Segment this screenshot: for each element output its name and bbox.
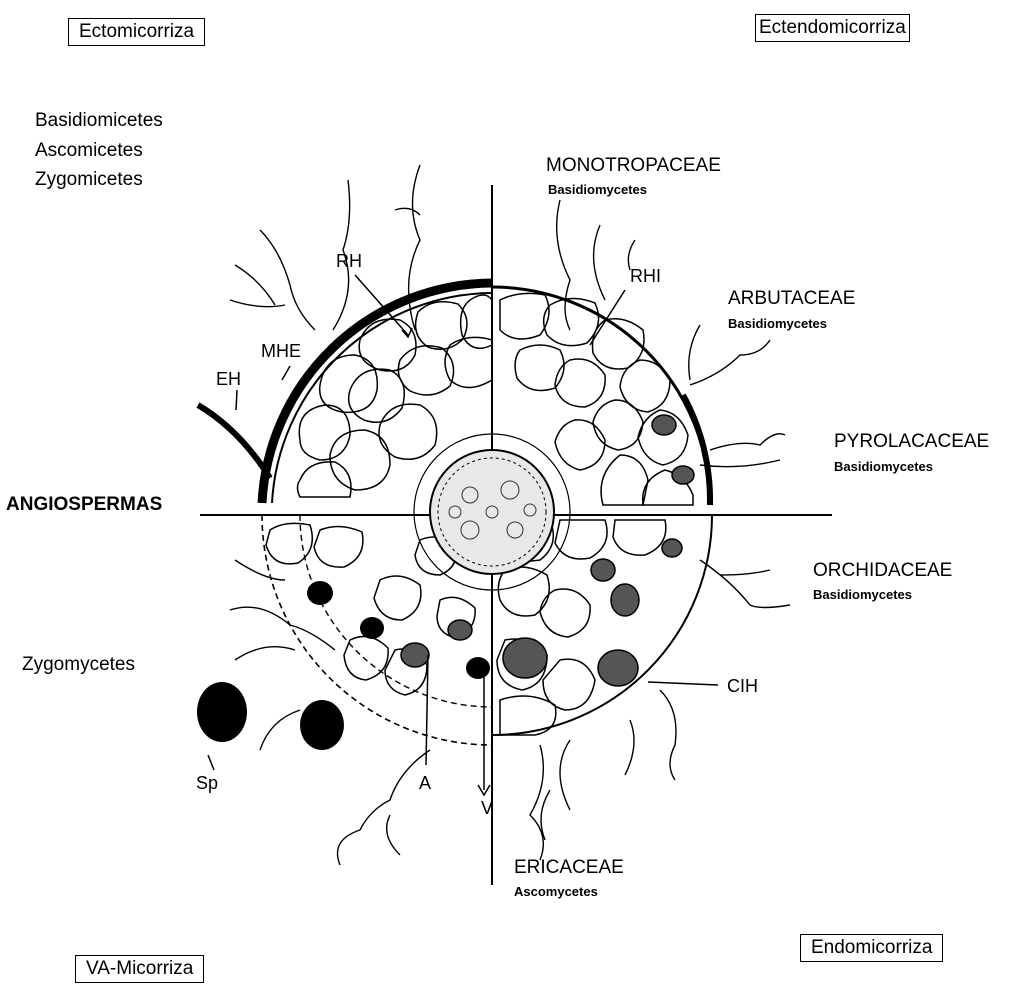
- sp-label: Sp: [196, 772, 218, 794]
- cih-label: CIH: [727, 675, 758, 697]
- va-fungus-label: Zygomycetes: [22, 654, 135, 676]
- a-label: A: [419, 772, 431, 794]
- vesicles-spores: [197, 581, 490, 750]
- ectomicorriza-box: Ectomicorriza: [68, 18, 205, 46]
- arbutaceae-fungus: Basidiomycetes: [728, 316, 827, 332]
- external-hypha: [198, 405, 270, 478]
- monotropaceae-label: MONOTROPACEAE: [546, 155, 721, 177]
- ericaceae-fungus: Ascomycetes: [514, 884, 598, 900]
- ecto-fungus-1: Basidiomicetes: [35, 110, 163, 132]
- eh-label: EH: [216, 368, 241, 390]
- ecto-fungus-2: Ascomicetes: [35, 140, 143, 162]
- v-label: V: [481, 797, 493, 819]
- monotropaceae-fungus: Basidiomycetes: [548, 182, 647, 198]
- orchidaceae-label: ORCHIDACEAE: [813, 560, 952, 582]
- va-micorriza-box: VA-Micorriza: [75, 955, 204, 983]
- pyrolacaceae-label: PYROLACACEAE: [834, 431, 989, 453]
- ericaceae-label: ERICACEAE: [514, 857, 624, 879]
- angiospermas-label: ANGIOSPERMAS: [6, 494, 162, 516]
- rh-label: RH: [336, 250, 362, 272]
- mhe-label: MHE: [261, 340, 301, 362]
- ecto-fungus-3: Zygomicetes: [35, 169, 143, 191]
- orchidaceae-fungus: Basidiomycetes: [813, 587, 912, 603]
- pyrolacaceae-fungus: Basidiomycetes: [834, 459, 933, 475]
- arbutaceae-label: ARBUTACEAE: [728, 288, 855, 310]
- endomicorriza-box: Endomicorriza: [800, 934, 943, 962]
- ectendomicorriza-box: Ectendomicorriza: [755, 14, 910, 42]
- rhi-label: RHI: [630, 265, 661, 287]
